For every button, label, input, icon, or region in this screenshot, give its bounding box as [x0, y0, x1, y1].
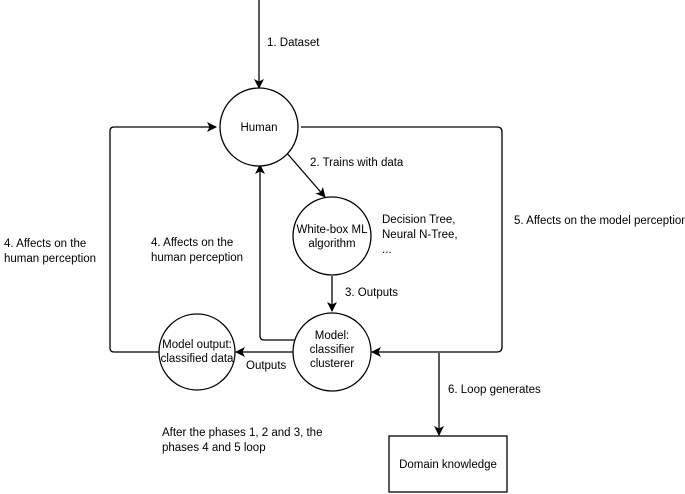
edge-model-to-human-inner: [255, 164, 297, 341]
label-algorithms: Neural N-Tree,: [382, 229, 458, 241]
node-model-output: Model output: classified data: [158, 313, 236, 391]
label-affects-human-inner: 4. Affects on the: [151, 237, 233, 249]
node-model-label: classifier: [310, 344, 355, 356]
label-affects-human-inner: human perception: [151, 252, 243, 264]
label-loop-note: After the phases 1, 2 and 3, the: [162, 427, 322, 439]
node-domain-knowledge: Domain knowledge: [388, 435, 508, 493]
label-loop-note: phases 4 and 5 loop: [162, 442, 266, 454]
label-affects-human-outer: human perception: [4, 253, 96, 265]
node-whitebox-algorithm: White-box ML algorithm: [292, 196, 372, 276]
node-model-label: clusterer: [310, 358, 354, 370]
label-trains-with-data: 2. Trains with data: [310, 157, 404, 169]
node-human: Human: [219, 87, 299, 167]
node-whitebox-label: algorithm: [308, 238, 355, 250]
label-loop-generates: 6. Loop generates: [448, 384, 541, 396]
label-affects-model: 5. Affects on the model perception: [514, 215, 685, 227]
node-domain-label: Domain knowledge: [399, 459, 497, 471]
node-whitebox-label: White-box ML: [297, 224, 369, 236]
node-model-label: Model:: [315, 330, 350, 342]
edge-human-to-whitebox: [285, 151, 326, 198]
label-outputs: Outputs: [246, 360, 287, 372]
node-output-label: classified data: [161, 353, 234, 365]
label-algorithms: ...: [382, 244, 392, 256]
edge-human-to-model-right: [301, 126, 503, 357]
label-affects-human-outer: 4. Affects on the: [4, 238, 86, 250]
label-outputs-step: 3. Outputs: [345, 287, 398, 299]
label-algorithms: Decision Tree,: [382, 214, 456, 226]
label-dataset: 1. Dataset: [267, 37, 320, 49]
node-output-label: Model output:: [162, 339, 232, 351]
node-model: Model: classifier clusterer: [292, 312, 372, 392]
edge-output-to-human-outer: [109, 122, 217, 353]
node-human-label: Human: [240, 122, 277, 134]
